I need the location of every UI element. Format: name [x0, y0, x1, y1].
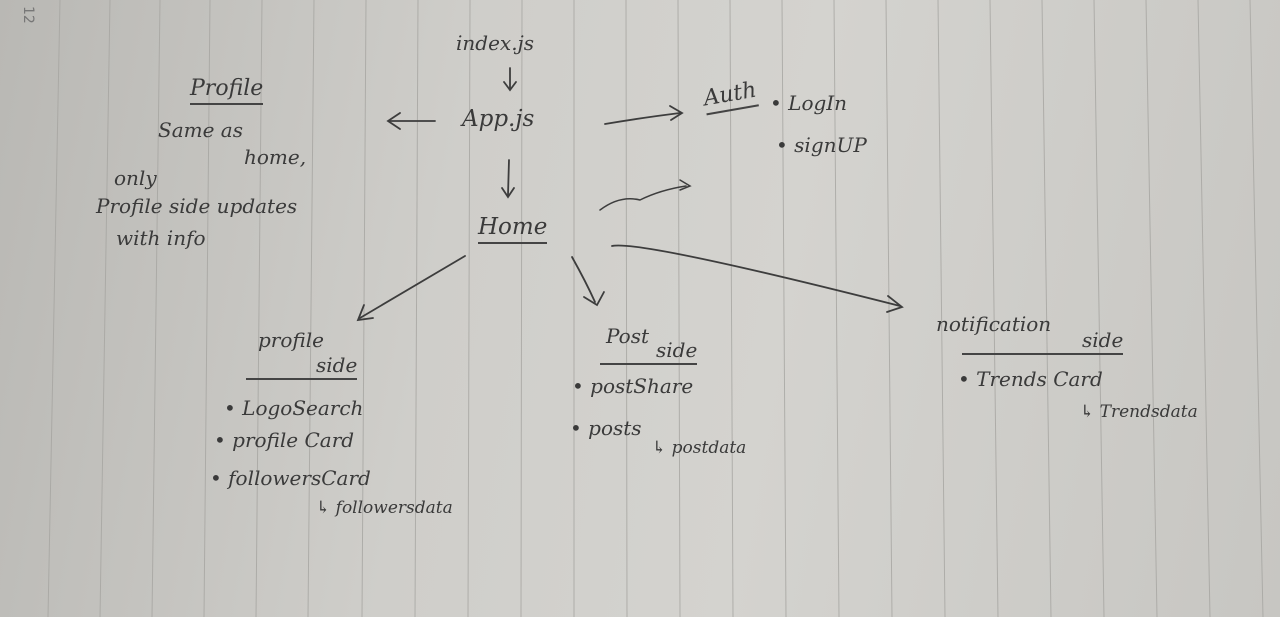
auth-item-signup: • signUP — [776, 133, 867, 157]
arrows — [356, 67, 904, 322]
post-side-title-2: side — [600, 340, 698, 365]
auth-item-login: • LogIn — [770, 91, 848, 115]
post-side-item-posts-label: posts — [588, 416, 642, 440]
profile-side-item-followerscard-label: followersCard — [228, 466, 371, 490]
profile-side-item-logosearch-label: LogoSearch — [242, 396, 364, 420]
profile-side-item-profilecard-label: profile Card — [232, 428, 355, 452]
profile-desc-line-1: Same as — [158, 118, 243, 142]
auth-item-signup-label: signUP — [794, 133, 867, 157]
profile-side-sub-label: followersdata — [335, 498, 453, 518]
arrow-home-to-post-side — [571, 256, 605, 307]
scribble-mark — [599, 185, 687, 211]
post-side-sub-postdata: ↳ postdata — [652, 438, 747, 458]
profile-desc-line-4: Profile side updates — [96, 194, 298, 218]
arrow-app-to-profile — [386, 112, 436, 130]
profile-side-item-logosearch: • LogoSearch — [224, 396, 364, 420]
node-index-js: index.js — [456, 31, 535, 55]
notification-item-trendscard: • Trends Card — [958, 367, 1103, 391]
post-side-item-posts: • posts — [570, 416, 642, 440]
notification-side-title-2: side — [962, 330, 1124, 355]
notification-side-title-1: notification — [936, 312, 1052, 336]
node-home: Home — [478, 216, 548, 244]
profile-side-item-followerscard: • followersCard — [210, 466, 371, 490]
post-side-sub-label: postdata — [671, 438, 747, 458]
profile-side-title-1: profile — [258, 328, 324, 352]
notification-sub-label: Trendsdata — [1099, 402, 1198, 422]
profile-desc-line-2: home, — [244, 145, 307, 169]
profile-side-sub-followersdata: ↳ followersdata — [316, 498, 453, 518]
arrow-home-to-notification-side — [611, 244, 904, 313]
arrow-home-to-profile-side — [356, 255, 466, 322]
profile-desc-line-5: with info — [116, 226, 206, 250]
scribble-arrowhead — [679, 179, 692, 191]
node-app-js: App.js — [462, 106, 535, 132]
post-side-item-postshare-label: postShare — [590, 374, 694, 398]
page-number: 12 — [20, 6, 36, 24]
node-profile: Profile — [190, 78, 264, 105]
profile-desc-line-3: only — [114, 166, 157, 190]
notification-sub-trendsdata: ↳ Trendsdata — [1080, 402, 1198, 422]
notification-item-trendscard-label: Trends Card — [976, 367, 1103, 391]
notebook-rules — [47, 0, 1264, 617]
profile-side-title-2: side — [246, 355, 358, 380]
profile-side-item-profilecard: • profile Card — [214, 428, 355, 452]
auth-item-login-label: LogIn — [788, 91, 848, 115]
arrow-index-to-app — [503, 67, 517, 92]
post-side-title-1: Post — [606, 324, 649, 348]
arrow-app-to-auth — [604, 105, 684, 125]
post-side-item-postshare: • postShare — [572, 374, 694, 398]
arrow-app-to-home — [501, 159, 515, 199]
